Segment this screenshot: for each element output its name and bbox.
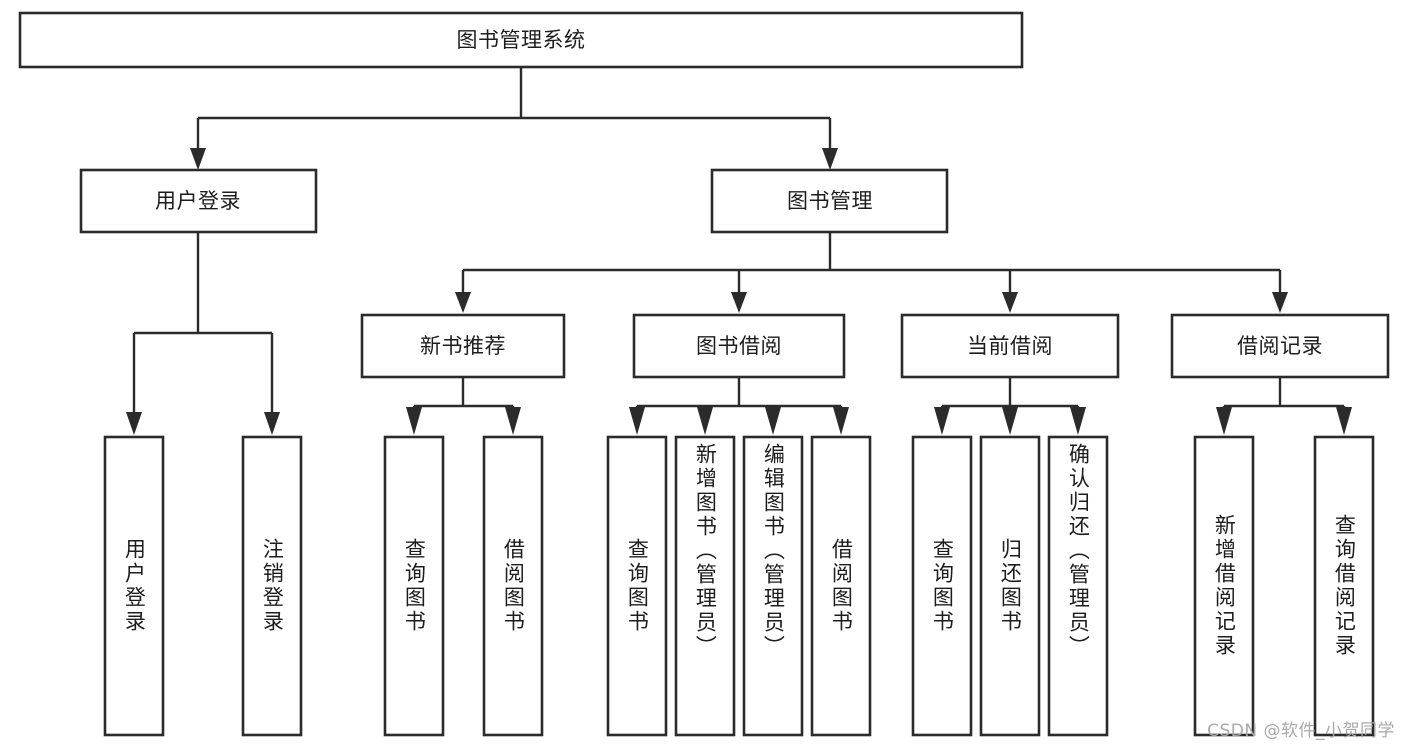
leaf-box-borrow-book-1[interactable] [482,435,544,737]
leaf-box-user-login[interactable] [103,435,165,737]
leaf-box-borrow-book-2[interactable] [810,435,872,737]
node-borrow-record-box[interactable] [1170,313,1390,379]
arrowhead-leaf-borrow-book-2 [833,407,849,435]
node-root-box[interactable] [18,11,1024,69]
arrowhead-leaf-confirm-return [1070,407,1086,435]
arrowhead-user-login [190,148,206,170]
node-book-management-box[interactable] [710,168,949,234]
node-book-borrow[interactable]: 图书借阅 [632,313,846,379]
arrowhead-leaf-query-record [1336,407,1352,435]
node-current-borrow[interactable]: 当前借阅 [900,313,1120,379]
leaf-box-query-book-3[interactable] [911,435,973,737]
leaf-box-confirm-return[interactable] [1047,435,1109,737]
node-book-borrow-box[interactable] [632,313,846,379]
arrowhead-book-borrow [731,292,747,313]
node-new-book-recommend-label: 新书推荐 [420,334,506,358]
leaf-box-add-book[interactable] [674,435,736,737]
leaf-box-layer [103,435,1375,737]
arrowhead-new-book-recommend [455,292,471,313]
leaf-box-add-record[interactable] [1193,435,1255,737]
leaf-box-edit-book[interactable] [742,435,804,737]
leaf-box-logout-login[interactable] [241,435,303,737]
leaf-box-return-book[interactable] [979,435,1041,737]
node-borrow-record[interactable]: 借阅记录 [1170,313,1390,379]
arrowhead-leaf-add-book [697,407,713,435]
node-user-login-label: 用户登录 [155,189,241,213]
arrowhead-book-management [822,148,838,170]
arrowhead-leaf-edit-book [765,407,781,435]
node-book-management-label: 图书管理 [787,189,873,213]
leaf-box-query-book-1[interactable] [383,435,445,737]
arrowhead-borrow-record [1272,292,1288,313]
arrowhead-leaf-return-book [1002,407,1018,435]
arrowhead-current-borrow [1002,292,1018,313]
node-root[interactable]: 图书管理系统 [18,11,1024,69]
node-current-borrow-label: 当前借阅 [967,334,1053,358]
arrowhead-leaf-query-book-3 [934,407,950,435]
node-user-login[interactable]: 用户登录 [79,168,318,234]
connector-layer [126,67,1352,435]
node-new-book-recommend-box[interactable] [360,313,566,379]
node-root-label: 图书管理系统 [457,28,586,52]
node-book-management[interactable]: 图书管理 [710,168,949,234]
arrowhead-leaf-logout-login [264,412,280,435]
arrowhead-leaf-query-book-2 [629,407,645,435]
watermark-text: CSDN @软件_小贺同学 [1207,721,1395,741]
node-user-login-box[interactable] [79,168,318,234]
arrowhead-leaf-add-record [1216,407,1232,435]
arrowhead-leaf-user-login [126,412,142,435]
node-new-book-recommend[interactable]: 新书推荐 [360,313,566,379]
node-current-borrow-box[interactable] [900,313,1120,379]
node-book-borrow-label: 图书借阅 [696,334,782,358]
leaf-box-query-book-2[interactable] [606,435,668,737]
arrowhead-leaf-query-book-1 [406,407,422,435]
arrowhead-leaf-borrow-book-1 [505,407,521,435]
node-borrow-record-label: 借阅记录 [1237,334,1323,358]
leaf-box-query-record[interactable] [1313,435,1375,737]
